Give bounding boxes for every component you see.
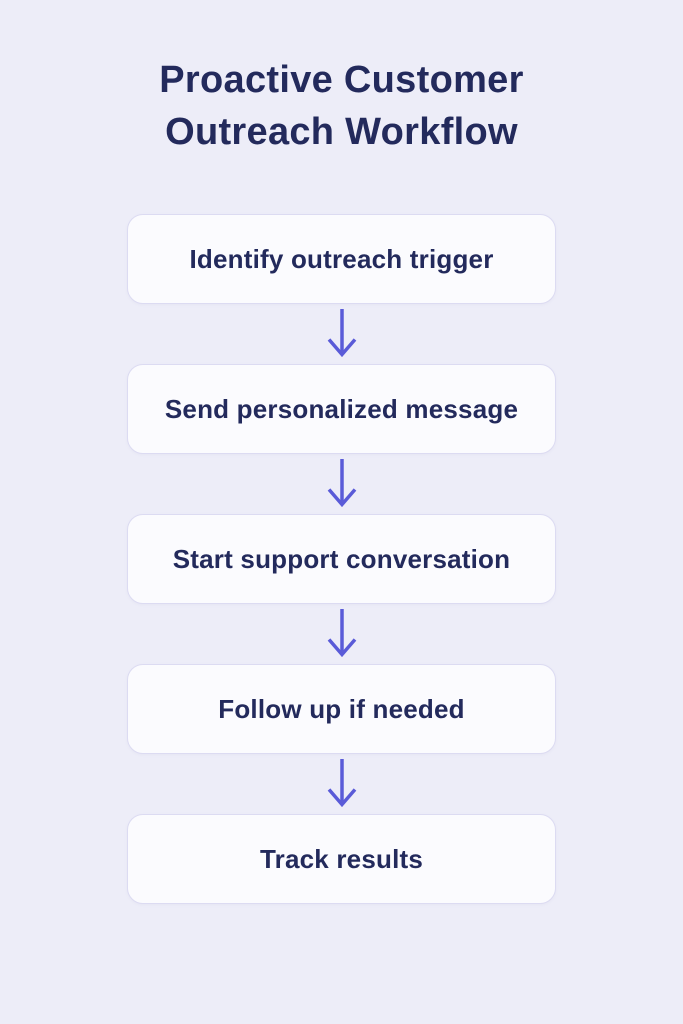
flow-step-label: Track results: [259, 843, 424, 874]
flow-container: Identify outreach trigger Send personali…: [127, 214, 556, 905]
flow-step-label: Identify outreach trigger: [189, 243, 494, 274]
flow-step: Start support conversation: [127, 514, 556, 605]
page-title-line-1: Proactive Customer: [159, 59, 524, 101]
flow-step: Identify outreach trigger: [127, 214, 556, 305]
down-arrow-icon: [327, 459, 356, 508]
flow-step-label: Send personalized message: [164, 393, 519, 424]
flow-step-label: Follow up if needed: [218, 693, 465, 724]
down-arrow-icon: [327, 759, 356, 808]
flow-step-label: Start support conversation: [172, 543, 511, 574]
page-title-line-2: Outreach Workflow: [165, 111, 518, 154]
down-arrow-icon: [327, 609, 356, 658]
flow-step: Send personalized message: [127, 364, 556, 455]
page-title: Proactive Customer Outreach Workflow: [159, 54, 523, 158]
flow-step: Follow up if needed: [127, 664, 556, 755]
down-arrow-icon: [327, 309, 356, 358]
flow-step: Track results: [127, 814, 556, 905]
